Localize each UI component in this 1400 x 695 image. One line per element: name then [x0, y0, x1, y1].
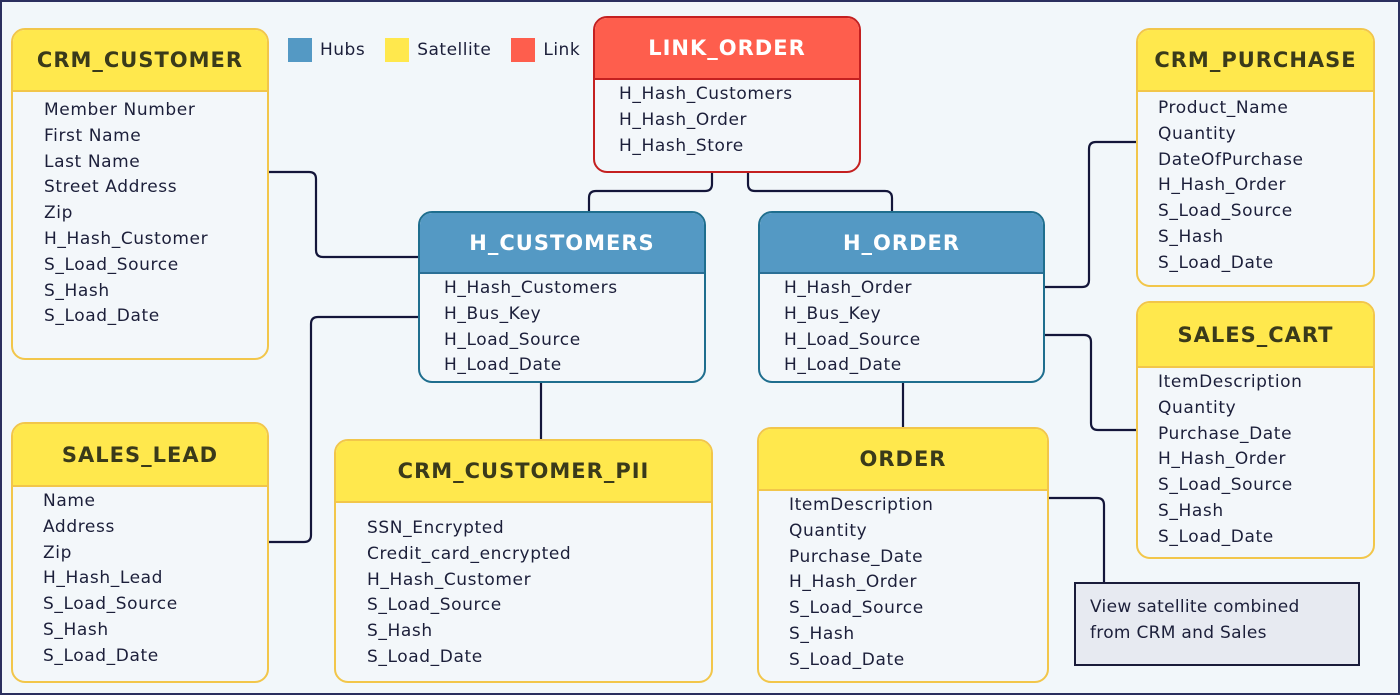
field-list: SSN_Encrypted Credit_card_encrypted H_Ha… — [336, 503, 711, 671]
field: SSN_Encrypted — [367, 518, 505, 538]
field: S_Hash — [789, 623, 855, 644]
field: S_Load_Source — [1158, 475, 1293, 496]
field-list: H_Hash_Customers H_Bus_Key H_Load_Source… — [420, 274, 704, 379]
annotation-note: View satellite combined from CRM and Sal… — [1074, 582, 1360, 666]
field: S_Load_Date — [789, 649, 905, 670]
field: S_Hash — [43, 619, 109, 640]
legend-item-hubs: Hubs — [288, 38, 365, 62]
entity-h-order[interactable]: H_ORDER H_Hash_Order H_Bus_Key H_Load_So… — [758, 211, 1045, 383]
field: S_Hash — [1158, 226, 1224, 247]
field: Member Number — [44, 100, 196, 120]
field: Purchase_Date — [1158, 423, 1293, 444]
field: S_Load_Source — [44, 254, 179, 275]
field-list: Member Number First Name Last Name Stree… — [13, 92, 267, 330]
field: S_Load_Source — [43, 594, 178, 615]
field: Zip — [44, 203, 73, 224]
entity-sales-cart[interactable]: SALES_CART ItemDescription Quantity Purc… — [1136, 301, 1375, 559]
field: H_Hash_Store — [619, 135, 744, 156]
field: H_Load_Source — [784, 329, 921, 350]
field: H_Hash_Customer — [367, 569, 532, 590]
field: Quantity — [1158, 123, 1237, 144]
field: H_Hash_Order — [784, 278, 913, 298]
legend-swatch-link — [511, 38, 536, 62]
field: S_Hash — [1158, 500, 1224, 521]
legend: Hubs Satellite Link — [288, 38, 600, 62]
entity-title: CRM_PURCHASE — [1138, 30, 1373, 92]
field: DateOfPurchase — [1158, 149, 1304, 170]
field: First Name — [44, 125, 142, 146]
field: H_Bus_Key — [444, 303, 542, 324]
field: Address — [43, 516, 115, 537]
field-list: Name Address Zip H_Hash_Lead S_Load_Sour… — [13, 487, 267, 670]
field: H_Hash_Order — [619, 109, 748, 130]
field: S_Load_Source — [789, 598, 924, 619]
entity-title: H_CUSTOMERS — [420, 213, 704, 274]
field: S_Load_Date — [44, 306, 160, 327]
field-list: Product_Name Quantity DateOfPurchase H_H… — [1138, 92, 1373, 277]
entity-h-customers[interactable]: H_CUSTOMERS H_Hash_Customers H_Bus_Key H… — [418, 211, 706, 383]
field: H_Hash_Lead — [43, 568, 164, 589]
entity-crm-customer[interactable]: CRM_CUSTOMER Member Number First Name La… — [11, 28, 269, 360]
field: Last Name — [44, 151, 141, 172]
entity-title: CRM_CUSTOMER — [13, 30, 267, 92]
entity-title: CRM_CUSTOMER_PII — [336, 441, 711, 503]
field-list: ItemDescription Quantity Purchase_Date H… — [1138, 368, 1373, 551]
field: H_Load_Date — [444, 355, 562, 376]
field: H_Bus_Key — [784, 303, 882, 324]
field: Name — [43, 491, 96, 511]
field: S_Load_Source — [367, 595, 502, 616]
field: Street Address — [44, 177, 178, 198]
legend-label: Hubs — [320, 40, 366, 60]
field: Product_Name — [1158, 98, 1289, 118]
entity-title: LINK_ORDER — [595, 18, 859, 80]
field-list: ItemDescription Quantity Purchase_Date H… — [759, 491, 1047, 674]
field: S_Hash — [44, 280, 110, 301]
field: H_Hash_Order — [1158, 175, 1287, 196]
field: ItemDescription — [1158, 372, 1303, 392]
entity-sales-lead[interactable]: SALES_LEAD Name Address Zip H_Hash_Lead … — [11, 422, 269, 683]
legend-swatch-satellite — [385, 38, 410, 62]
field: Zip — [43, 542, 72, 563]
field: H_Hash_Order — [789, 572, 918, 593]
field: Quantity — [789, 520, 868, 541]
field: ItemDescription — [789, 495, 934, 515]
field: S_Load_Date — [1158, 252, 1274, 273]
field: H_Hash_Customer — [44, 228, 209, 249]
field: H_Load_Date — [784, 355, 902, 376]
legend-item-satellite: Satellite — [385, 38, 491, 62]
field: S_Load_Date — [367, 646, 483, 667]
entity-crm-purchase[interactable]: CRM_PURCHASE Product_Name Quantity DateO… — [1136, 28, 1375, 287]
entity-title: SALES_CART — [1138, 303, 1373, 368]
field: Credit_card_encrypted — [367, 543, 572, 564]
field: H_Hash_Customers — [444, 278, 618, 298]
field-list: H_Hash_Order H_Bus_Key H_Load_Source H_L… — [760, 274, 1043, 379]
entity-order[interactable]: ORDER ItemDescription Quantity Purchase_… — [757, 427, 1049, 683]
field: S_Load_Date — [1158, 526, 1274, 547]
entity-crm-customer-pii[interactable]: CRM_CUSTOMER_PII SSN_Encrypted Credit_ca… — [334, 439, 713, 683]
field: S_Hash — [367, 621, 433, 642]
entity-title: ORDER — [759, 429, 1047, 491]
field: Quantity — [1158, 397, 1237, 418]
entity-title: H_ORDER — [760, 213, 1043, 274]
legend-item-link: Link — [511, 38, 580, 62]
field: Purchase_Date — [789, 546, 924, 567]
field: H_Load_Source — [444, 329, 581, 350]
field-list: H_Hash_Customers H_Hash_Order H_Hash_Sto… — [595, 80, 859, 159]
field: S_Load_Date — [43, 645, 159, 666]
field: H_Hash_Order — [1158, 449, 1287, 470]
legend-swatch-hubs — [288, 38, 312, 62]
legend-label: Satellite — [417, 40, 492, 60]
field: S_Load_Source — [1158, 201, 1293, 222]
entity-title: SALES_LEAD — [13, 424, 267, 487]
field: H_Hash_Customers — [619, 84, 793, 104]
entity-link-order[interactable]: LINK_ORDER H_Hash_Customers H_Hash_Order… — [593, 16, 861, 173]
legend-label: Link — [543, 40, 581, 60]
